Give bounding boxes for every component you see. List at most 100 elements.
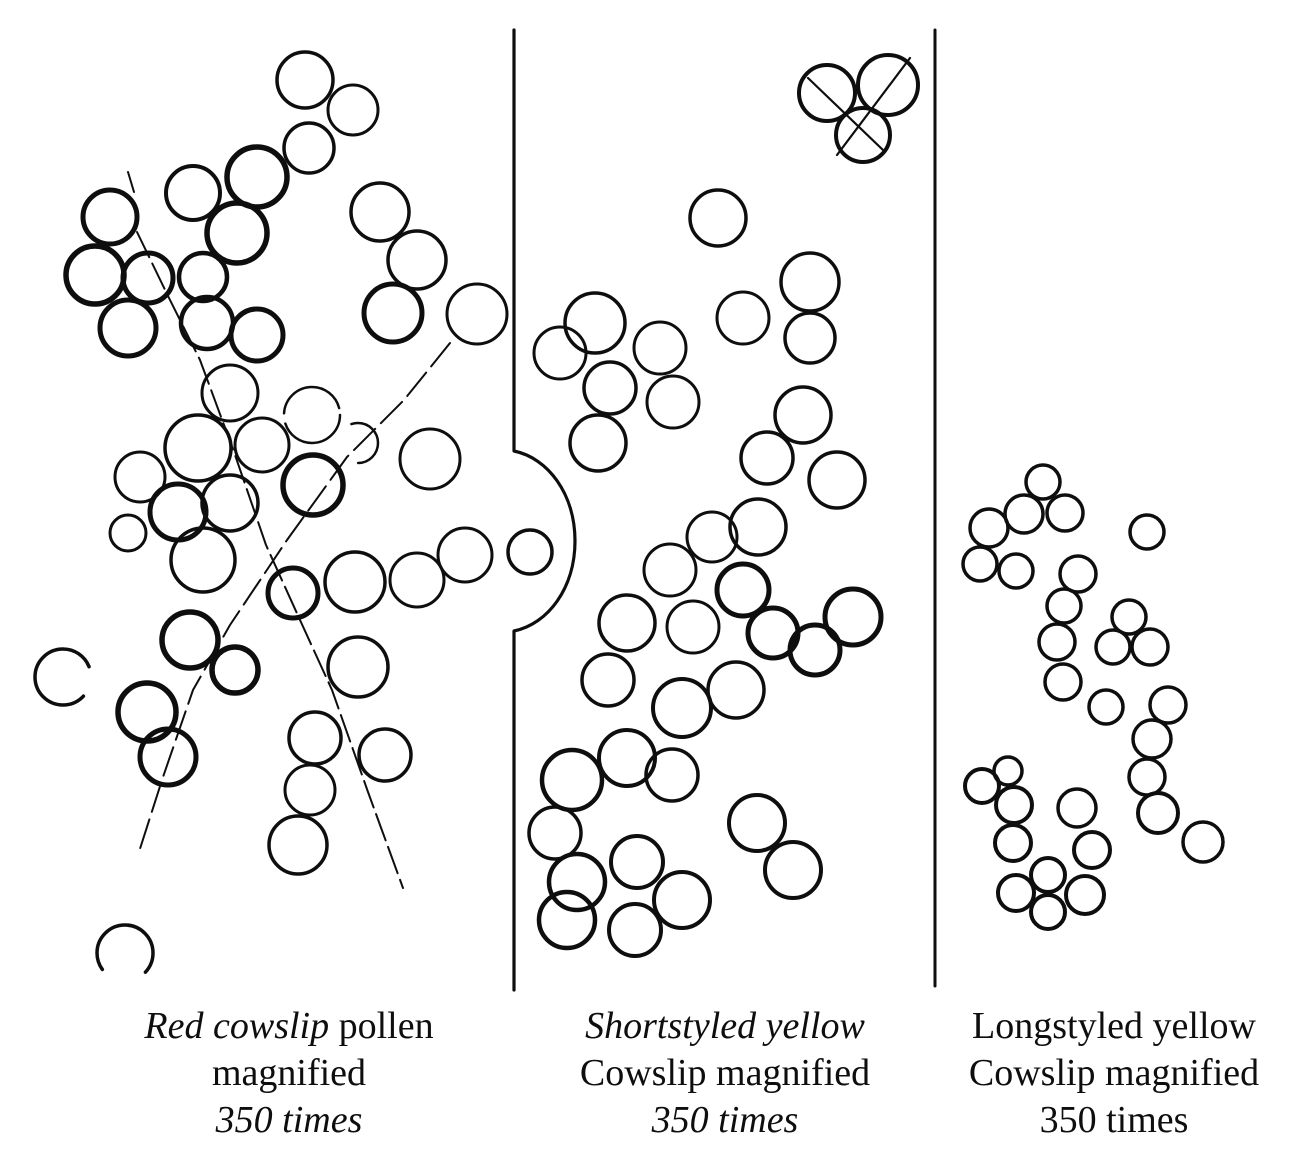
pollen-grain: [632, 320, 688, 376]
pollen-grain: [797, 63, 857, 123]
pollen-grain: [597, 728, 657, 788]
pollen-grain: [357, 727, 413, 783]
caption-line: Shortstyled yellow: [580, 1003, 870, 1050]
caption-segment: Cowslip magnified: [579, 1052, 871, 1094]
panel-grains-red-cowslip: [33, 50, 509, 983]
pollen-grain: [715, 290, 771, 346]
pollen-grain: [992, 755, 1024, 787]
pollen-grain: [963, 767, 1001, 805]
pollen-grain: [95, 923, 155, 983]
pollen-grain: [642, 542, 698, 598]
pollen-grain: [275, 50, 335, 110]
pollen-grain: [169, 526, 237, 594]
pollen-grain: [1127, 757, 1167, 797]
pollen-grain: [115, 680, 179, 744]
pollen-grain: [609, 834, 665, 890]
pollen-grain: [993, 823, 1033, 863]
pollen-grain: [645, 374, 701, 430]
pollen-grain: [267, 814, 329, 876]
pollen-grain: [336, 421, 380, 465]
pollen-grain: [856, 53, 920, 117]
pollen-grain: [1029, 893, 1067, 931]
pollen-grain: [1045, 493, 1085, 533]
pollen-grain: [536, 889, 598, 951]
caption-segment: 350 times: [215, 1099, 363, 1141]
pollen-grain: [108, 513, 148, 553]
pollen-grain: [1136, 791, 1180, 835]
pollen-grain: [763, 840, 823, 900]
pollen-grain: [1003, 493, 1045, 535]
caption-line: 350 times: [969, 1097, 1259, 1144]
pollen-grain: [1045, 587, 1083, 625]
pollen-grain: [228, 306, 286, 364]
pollen-grain: [1087, 688, 1125, 726]
pollen-grain: [834, 106, 892, 164]
pollen-grain: [568, 413, 628, 473]
scratch-a-start: [127, 171, 135, 193]
caption-segment: Longstyled yellow: [972, 1005, 1256, 1047]
pollen-grain: [1130, 627, 1170, 667]
scratch-a: [136, 231, 404, 889]
caption-segment: 350 times: [1039, 1099, 1189, 1141]
pollen-grain: [1037, 622, 1077, 662]
pollen-grain: [1024, 463, 1062, 501]
pollen-grain: [280, 452, 346, 518]
pollen-grain: [176, 250, 230, 304]
pollen-grain: [580, 652, 636, 708]
pollen-grain: [209, 644, 261, 696]
pollen-grain: [728, 497, 788, 557]
pollen-grain: [1064, 874, 1106, 916]
pollen-grain: [80, 187, 140, 247]
pollen-grain: [283, 763, 337, 817]
pollen-grain: [685, 510, 739, 564]
caption-segment: pollen: [338, 1005, 434, 1047]
pollen-grain: [436, 526, 494, 584]
pollen-grain: [997, 552, 1035, 590]
pollen-grain: [265, 565, 321, 621]
caption-line: Longstyled yellow: [969, 1003, 1259, 1050]
pollen-grain: [349, 181, 411, 243]
pollen-grain: [361, 281, 425, 345]
pollen-grain: [386, 229, 448, 291]
pollen-grain: [665, 599, 721, 655]
pollen-grain: [1110, 598, 1148, 636]
pollen-grain: [968, 507, 1010, 549]
pollen-grain: [1043, 662, 1083, 702]
pollen-grain: [582, 360, 638, 416]
pollen-grain: [651, 677, 713, 739]
pollen-grain: [714, 561, 772, 619]
pollen-grain: [1181, 820, 1225, 864]
pollen-grain: [287, 710, 343, 766]
pollen-grain: [506, 528, 554, 576]
caption-segment: Cowslip magnified: [968, 1052, 1260, 1094]
pollen-grain: [147, 481, 209, 543]
pollen-grain: [178, 294, 236, 352]
pollen-grain: [97, 297, 159, 359]
pollen-grain: [607, 902, 663, 958]
pollen-grain: [282, 121, 336, 175]
pollen-grain: [1094, 628, 1132, 666]
caption-line: 350 times: [580, 1097, 870, 1144]
pollen-grain: [224, 144, 290, 210]
divider-left-with-bump: [512, 28, 577, 992]
pollen-grain: [159, 609, 221, 671]
caption-segment: 350 times: [651, 1099, 799, 1141]
pollen-grain: [113, 450, 167, 504]
pollen-grain: [120, 250, 176, 306]
caption-line: Red cowslip pollen: [144, 1003, 433, 1050]
pollen-grain: [200, 473, 260, 533]
pollen-grain: [563, 291, 627, 355]
pollen-grain: [706, 660, 766, 720]
caption-line: 350 times: [144, 1097, 433, 1144]
pollen-grain: [688, 188, 748, 248]
pollen-grain: [546, 851, 608, 913]
pollen-grain: [137, 726, 199, 788]
caption-segment: magnified: [211, 1052, 367, 1094]
panel-grains-shortstyled-yellow: [506, 53, 920, 958]
pollen-grain: [783, 311, 837, 365]
pollen-grain: [996, 873, 1036, 913]
